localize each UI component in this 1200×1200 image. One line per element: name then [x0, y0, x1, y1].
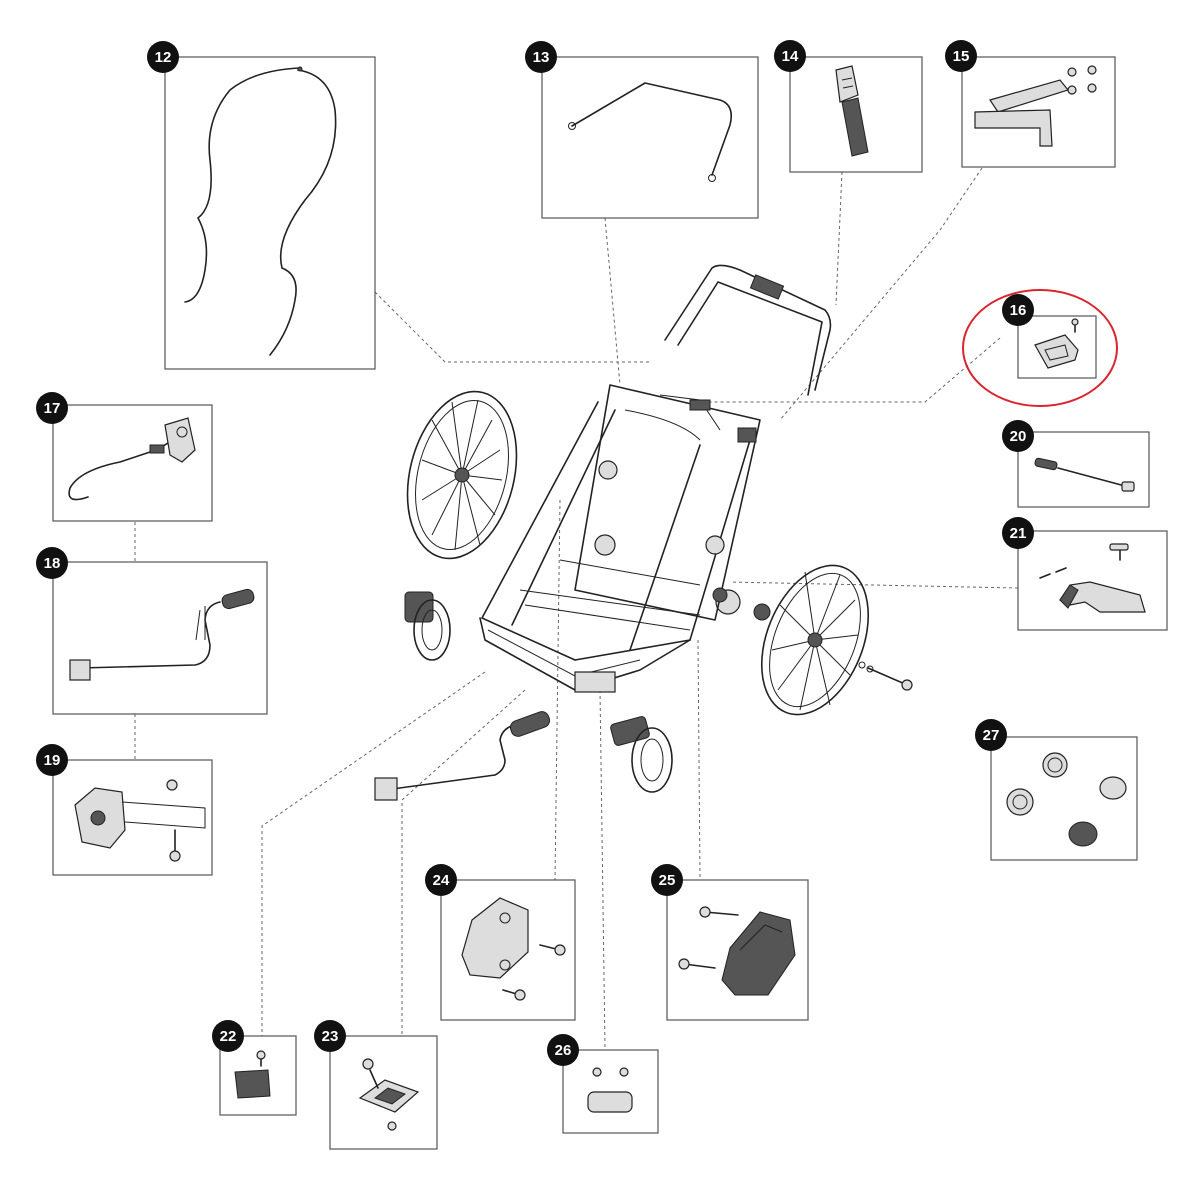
part-number-label: 13 — [533, 49, 550, 66]
badge-circle — [36, 392, 68, 424]
part-box-17 — [52, 404, 213, 522]
part-box-18 — [52, 561, 268, 715]
frame — [479, 384, 761, 693]
badge-circle — [1002, 420, 1034, 452]
part-number-label: 14 — [782, 48, 799, 65]
rear-wheel-right — [760, 564, 913, 716]
part-number-label: 19 — [44, 752, 61, 769]
part-number-label: 17 — [44, 400, 61, 417]
part-box-14 — [789, 56, 923, 173]
part-number-label: 12 — [155, 49, 172, 66]
part-badge-13: 13 — [525, 41, 557, 73]
badge-circle — [651, 864, 683, 896]
badge-circle — [425, 864, 457, 896]
part-box-16 — [1017, 315, 1097, 379]
badge-circle — [975, 719, 1007, 751]
part-box-26 — [562, 1049, 659, 1134]
part-badge-18: 18 — [36, 547, 68, 579]
part-badge-19: 19 — [36, 744, 68, 776]
badge-circle — [147, 41, 179, 73]
part-box-15 — [961, 56, 1116, 168]
part-box-24 — [440, 879, 576, 1021]
part-badge-24: 24 — [425, 864, 457, 896]
part-badge-27: 27 — [975, 719, 1007, 751]
badge-circle — [36, 744, 68, 776]
tow-arm-center — [374, 711, 551, 801]
part-number-label: 23 — [322, 1028, 339, 1045]
badge-circle — [774, 40, 806, 72]
part-badge-16: 16 — [1002, 294, 1034, 326]
part-number-badges: 12 13 14 15 16 17 18 19 20 21 22 23 24 25 26 27 — [36, 40, 1034, 1066]
part-number-label: 27 — [983, 727, 1000, 744]
handlebar — [664, 264, 832, 396]
part-box-23 — [329, 1035, 438, 1150]
part-box-27 — [990, 736, 1138, 861]
part-box-21 — [1017, 530, 1168, 631]
highlight-ellipse — [962, 289, 1118, 407]
part-number-label: 15 — [953, 48, 970, 65]
part-number-label: 21 — [1010, 525, 1027, 542]
part-number-label: 16 — [1010, 302, 1027, 319]
part-box-12 — [164, 56, 376, 370]
part-box-25 — [666, 879, 809, 1021]
front-wheel-left — [404, 591, 451, 661]
badge-circle — [36, 547, 68, 579]
rear-wheel-left — [406, 390, 518, 560]
badge-circle — [314, 1020, 346, 1052]
part-number-label: 18 — [44, 555, 61, 572]
part-badge-22: 22 — [212, 1020, 244, 1052]
part-badge-20: 20 — [1002, 420, 1034, 452]
part-badge-21: 21 — [1002, 517, 1034, 549]
badge-circle — [1002, 294, 1034, 326]
badge-circle — [1002, 517, 1034, 549]
part-badge-12: 12 — [147, 41, 179, 73]
stroller-assembly — [374, 264, 913, 801]
part-box-13 — [541, 56, 759, 219]
badge-circle — [525, 41, 557, 73]
part-box-19 — [52, 759, 213, 876]
part-number-label: 25 — [659, 872, 676, 889]
part-badge-23: 23 — [314, 1020, 346, 1052]
part-badge-17: 17 — [36, 392, 68, 424]
front-wheel-right — [610, 716, 673, 793]
part-badge-14: 14 — [774, 40, 806, 72]
part-badge-25: 25 — [651, 864, 683, 896]
part-box-20 — [1017, 431, 1150, 508]
badge-circle — [547, 1034, 579, 1066]
part-number-label: 24 — [433, 872, 450, 889]
part-badge-26: 26 — [547, 1034, 579, 1066]
part-badge-15: 15 — [945, 40, 977, 72]
badge-circle — [212, 1020, 244, 1052]
leader-lines — [134, 167, 1019, 1049]
part-number-label: 26 — [555, 1042, 572, 1059]
badge-circle — [945, 40, 977, 72]
part-number-label: 22 — [220, 1028, 237, 1045]
part-number-label: 20 — [1010, 428, 1027, 445]
